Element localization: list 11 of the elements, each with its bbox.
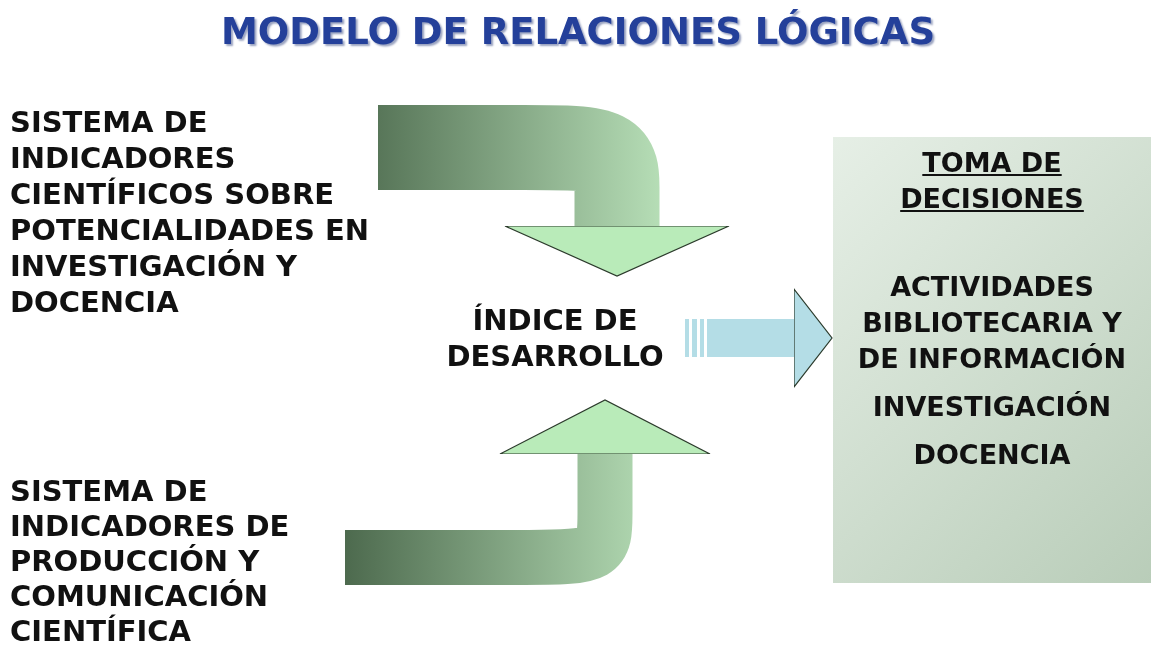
block-arrow <box>345 399 711 585</box>
node-label: SISTEMA DE INDICADORES DE PRODUCCIÓN Y COMUNICACIÓN CIENTÍFICA <box>10 474 345 649</box>
node-label: ÍNDICE DE DESARROLLO <box>425 280 685 396</box>
block-arrow <box>685 288 833 388</box>
diagram-title: MODELO DE RELACIONES LÓGICAS <box>219 10 937 53</box>
panel-text: INVESTIGACIÓN <box>871 390 1113 424</box>
panel-text: ACTIVIDADES BIBLIOTECARIA Y DE INFORMACIÓN <box>856 270 1128 376</box>
node-label: SISTEMA DE INDICADORES CIENTÍFICOS SOBRE POTENCIALIDADES EN INVESTIGACIÓN Y DOCENCIA <box>10 104 378 320</box>
decision-panel <box>833 137 1151 583</box>
panel-text: DOCENCIA <box>912 438 1072 472</box>
panel-heading: TOMA DE DECISIONES <box>899 146 1085 216</box>
